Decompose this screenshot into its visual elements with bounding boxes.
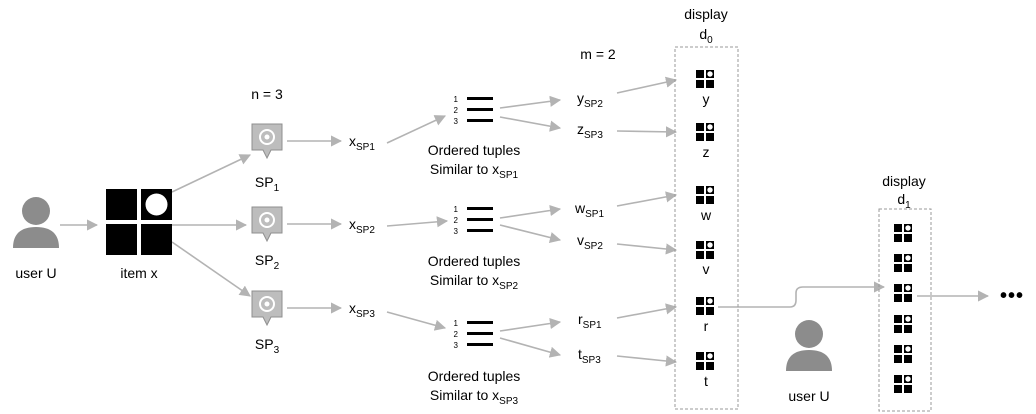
tuples-caption-2-line2: Similar to xSP2 — [430, 272, 519, 292]
display1-item-icon — [894, 345, 912, 363]
edge-output1-to-tuples — [386, 115, 447, 144]
item-icon-w — [696, 186, 714, 204]
svg-text:2: 2 — [454, 216, 459, 225]
tuples-list-icon-3: 1 2 3 — [454, 319, 493, 350]
tuples-caption-1-line1: Ordered tuples — [428, 142, 521, 158]
display0-items: y z w v r t — [696, 70, 714, 389]
edge-w-to-display0 — [616, 191, 678, 207]
item-label-w: w — [700, 207, 712, 223]
item-label-t: t — [704, 373, 708, 389]
display1-box — [878, 208, 932, 412]
sp3-icon — [251, 290, 283, 327]
item-icon-z — [696, 123, 714, 141]
rec-w-label: wSP1 — [574, 200, 604, 220]
edge-output2-to-tuples — [386, 216, 449, 228]
display1-items — [894, 224, 912, 393]
item-x-icon — [106, 189, 172, 255]
rec-v-label: vSP2 — [577, 232, 603, 252]
edge-tuples2-to-w — [499, 204, 562, 219]
edge-output3-to-tuples — [386, 311, 447, 331]
svg-text:3: 3 — [454, 341, 459, 350]
rec-t-label: tSP3 — [578, 346, 601, 366]
edge-tuples3-to-t — [499, 337, 562, 358]
x-sp3-label: xSP3 — [349, 300, 375, 320]
sp1-icon — [251, 123, 283, 160]
display0-title: display — [684, 6, 728, 22]
edge-y-to-display0 — [616, 76, 678, 94]
svg-text:1: 1 — [454, 319, 459, 328]
display1-item-icon — [894, 315, 912, 333]
display1-item-icon — [894, 375, 912, 393]
tuples-caption-3-line2: Similar to xSP3 — [430, 387, 519, 407]
sp3-label: SP3 — [255, 336, 280, 356]
display1-title: display — [882, 173, 926, 189]
tuples-caption-1-line2: Similar to xSP1 — [430, 161, 519, 181]
x-sp1-label: xSP1 — [349, 133, 375, 153]
tuples-list-icon-2: 1 2 3 — [454, 205, 493, 236]
edge-r-to-display1 — [718, 281, 886, 308]
item-label: item x — [120, 265, 157, 281]
edge-z-to-display0 — [616, 126, 678, 138]
display1-item-icon — [894, 254, 912, 272]
user-icon — [13, 197, 59, 248]
item-icon-v — [696, 241, 714, 259]
tuples-list-icon-1: 1 2 3 — [454, 95, 493, 126]
item-label-r: r — [704, 318, 709, 334]
edge-item-to-sp3 — [171, 241, 251, 297]
rec-y-label: ySP2 — [577, 90, 603, 110]
edge-t-to-display0 — [616, 355, 678, 367]
edge-tuples2-to-v — [499, 224, 562, 243]
display1-item-icon — [894, 284, 912, 302]
display1-id: d1 — [897, 191, 911, 211]
item-icon-y — [696, 70, 714, 88]
edge-r-to-display0 — [616, 303, 678, 319]
x-sp2-label: xSP2 — [349, 216, 375, 236]
sp1-label: SP1 — [255, 174, 280, 194]
svg-text:2: 2 — [454, 330, 459, 339]
edge-v-to-display0 — [616, 243, 678, 255]
svg-text:3: 3 — [454, 117, 459, 126]
tuples-caption-2-line1: Ordered tuples — [428, 253, 521, 269]
n-label: n = 3 — [251, 86, 283, 102]
item-label-z: z — [703, 144, 710, 160]
display0-id: d0 — [699, 26, 713, 46]
rec-z-label: zSP3 — [577, 121, 603, 141]
sp2-icon — [251, 206, 283, 243]
edges — [60, 76, 990, 367]
rec-r-label: rSP1 — [578, 311, 602, 331]
m-label: m = 2 — [580, 46, 616, 62]
edge-item-to-sp1 — [171, 154, 252, 193]
edge-tuples1-to-z — [499, 116, 562, 132]
tuples-caption-3-line1: Ordered tuples — [428, 368, 521, 384]
sp2-label: SP2 — [255, 252, 280, 272]
user-label: user U — [15, 265, 56, 281]
item-label-v: v — [703, 261, 710, 277]
display1-item-icon — [894, 224, 912, 242]
edge-tuples1-to-y — [499, 95, 562, 109]
display0-box — [674, 46, 739, 410]
item-label-y: y — [703, 91, 710, 107]
item-icon-t — [696, 352, 714, 370]
user-icon-2 — [786, 320, 832, 371]
svg-text:2: 2 — [454, 106, 459, 115]
svg-text:1: 1 — [454, 95, 459, 104]
edge-tuples3-to-r — [499, 317, 562, 332]
ellipsis: ••• — [1000, 285, 1024, 307]
svg-text:1: 1 — [454, 205, 459, 214]
user2-label: user U — [788, 388, 829, 404]
item-icon-r — [696, 297, 714, 315]
svg-text:3: 3 — [454, 227, 459, 236]
